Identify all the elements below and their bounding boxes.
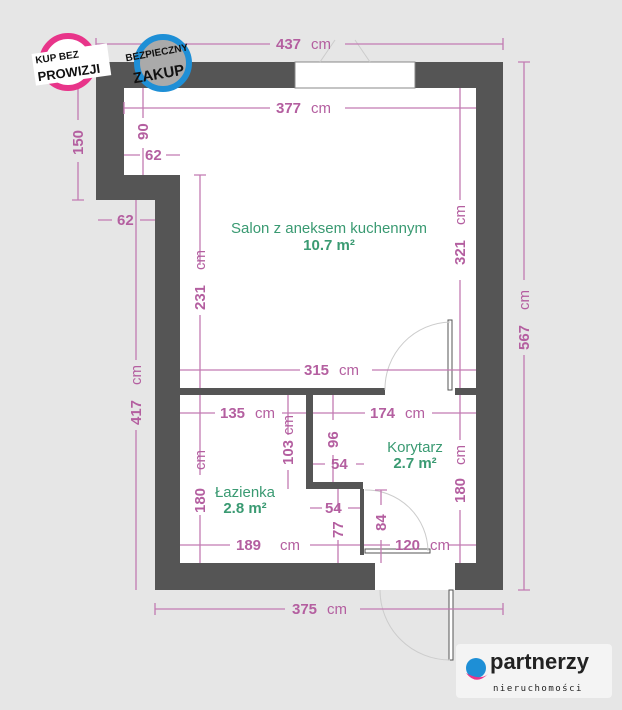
bathroom-door-leaf[interactable] bbox=[364, 548, 431, 554]
dim-bathroom-bottom: 189 bbox=[236, 537, 261, 554]
dim-bottom-total: 375 bbox=[292, 601, 317, 618]
dim-salon-left: 231 bbox=[192, 285, 209, 310]
badge-safe-purchase: BEZPIECZNY ZAKUP bbox=[125, 34, 192, 92]
dim-unit: cm bbox=[405, 405, 425, 422]
dimension-lines bbox=[72, 38, 530, 615]
dim-unit: cm bbox=[128, 365, 145, 385]
dim-salon-width: 315 bbox=[304, 362, 329, 379]
dim-total-height: 567 bbox=[516, 325, 533, 350]
dim-corridor-step: 54 bbox=[331, 456, 348, 473]
bathroom-door-arc bbox=[364, 489, 429, 552]
room-name-lazienka: Łazienka bbox=[215, 484, 276, 501]
dim-unit: cm bbox=[280, 537, 300, 554]
dimension-labels: 437 cm 377 cm 150 90 62 62 231 cm 321 cm… bbox=[70, 36, 533, 618]
dim-unit: cm bbox=[516, 290, 533, 310]
room-area-salon: 10.7 m² bbox=[303, 237, 355, 254]
dim-total-width: 437 bbox=[276, 36, 301, 53]
entrance-opening bbox=[375, 563, 455, 590]
logo-mark-icon bbox=[466, 658, 486, 678]
entrance-door-arc bbox=[379, 589, 451, 661]
dim-bathroom-height: 180 bbox=[192, 488, 209, 513]
dim-niche-depth: 90 bbox=[135, 123, 152, 140]
entrance-door-leaf[interactable] bbox=[448, 589, 454, 661]
dim-unit: cm bbox=[192, 250, 209, 270]
dim-unit: cm bbox=[192, 450, 209, 470]
badge-no-commission: KUP BEZ PROWIZJI bbox=[31, 33, 112, 91]
dim-unit: cm bbox=[311, 100, 331, 117]
dim-unit: cm bbox=[280, 415, 297, 435]
dim-inner-width: 377 bbox=[276, 100, 301, 117]
room-area-korytarz: 2.7 m² bbox=[393, 455, 436, 472]
dim-corridor-height: 180 bbox=[452, 478, 469, 503]
dim-bathroom-width: 135 bbox=[220, 405, 245, 422]
room-name-korytarz: Korytarz bbox=[387, 439, 443, 456]
dim-left-upper: 150 bbox=[70, 130, 87, 155]
logo-tagline: nieruchomości bbox=[493, 683, 583, 694]
bathroom-wall-door-side bbox=[360, 489, 364, 555]
living-room-door-arc bbox=[384, 321, 451, 391]
dim-corridor-bottom: 120 bbox=[395, 537, 420, 554]
dim-unit: cm bbox=[452, 445, 469, 465]
living-room-door-leaf[interactable] bbox=[447, 319, 453, 391]
dim-wall-offset: 62 bbox=[117, 212, 134, 229]
dim-left-lower: 417 bbox=[128, 400, 145, 425]
window[interactable] bbox=[294, 61, 416, 89]
dim-unit: cm bbox=[311, 36, 331, 53]
dim-unit: cm bbox=[255, 405, 275, 422]
dim-corridor-wall: 96 bbox=[325, 431, 342, 448]
dim-bathroom-inner: 103 bbox=[280, 440, 297, 465]
outer-walls bbox=[96, 62, 503, 590]
dim-unit: cm bbox=[452, 205, 469, 225]
interior-wall-horizontal-right bbox=[455, 388, 476, 395]
interior-floor bbox=[124, 88, 476, 563]
dim-unit: cm bbox=[339, 362, 359, 379]
dim-corridor-width: 174 bbox=[370, 405, 396, 422]
dim-niche-width: 62 bbox=[145, 147, 162, 164]
room-name-salon: Salon z aneksem kuchennym bbox=[231, 220, 427, 237]
logo-name: partnerzy bbox=[490, 649, 590, 674]
bathroom-wall-step bbox=[306, 482, 363, 489]
dim-door-opening: 84 bbox=[373, 514, 390, 531]
dim-unit: cm bbox=[430, 537, 450, 554]
dim-salon-right: 321 bbox=[452, 240, 469, 265]
dim-bathroom-step: 54 bbox=[325, 500, 342, 517]
bathroom-wall-vertical bbox=[306, 395, 313, 489]
dim-bathroom-door-side: 77 bbox=[330, 521, 347, 538]
room-area-lazienka: 2.8 m² bbox=[223, 500, 266, 517]
interior-wall-horizontal bbox=[180, 388, 385, 395]
dim-unit: cm bbox=[327, 601, 347, 618]
partnerzy-logo: partnerzy nieruchomości bbox=[456, 644, 612, 698]
